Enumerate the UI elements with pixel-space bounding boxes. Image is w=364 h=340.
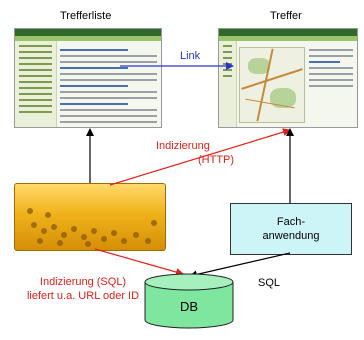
indizierung-sql-label: Indizierung (SQL) [39,276,127,288]
fachanwendung-box: Fach- anwendung [230,203,352,255]
fach-label-line2: anwendung [262,230,320,242]
treffer-screenshot [218,28,358,128]
http-label: (HTTP) [198,154,235,166]
search-appliance [14,183,166,251]
map-thumbnail [239,47,305,123]
trefferliste-screenshot [14,28,162,128]
link-label: Link [180,50,201,62]
sql-label: SQL [258,277,281,289]
sql-result-label: liefert u.a. URL oder ID [26,290,140,302]
fach-to-db-arrow [189,252,291,279]
indizierung-sql-arrow [94,248,184,276]
indizierung-http-arrow [109,128,291,186]
db-label: DB [179,299,199,314]
trefferliste-title: Trefferliste [60,10,112,22]
fach-label-line1: Fach- [276,216,306,228]
treffer-title: Treffer [270,10,302,22]
indizierung-http-label: Indizierung [156,140,210,152]
db-cylinder [144,273,234,329]
